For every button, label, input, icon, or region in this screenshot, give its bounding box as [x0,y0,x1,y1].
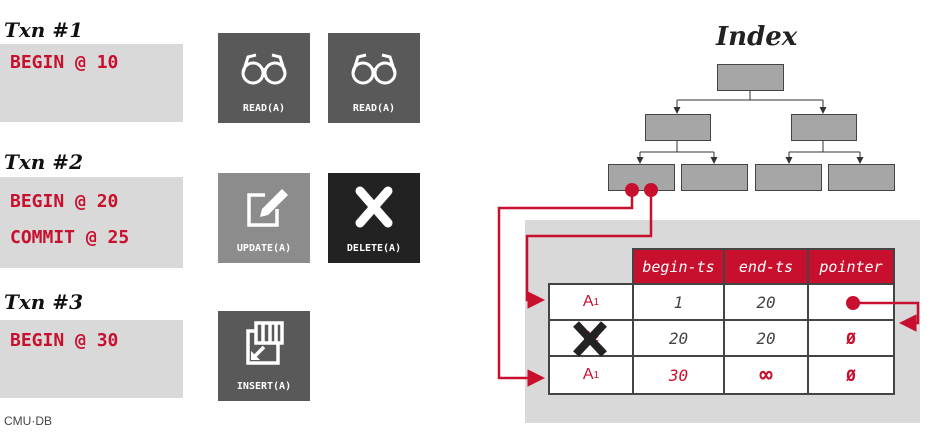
insert-a-tile: INSERT(A) [218,311,310,401]
txn1-title: Txn #1 [4,18,83,42]
delete-a-tile: DELETE(A) [328,173,420,263]
insert-icon [218,317,310,367]
index-leaf-node-4 [828,164,895,191]
txn2-begin: BEGIN @ 20 [10,191,119,212]
row1-label-text: A [582,293,594,310]
row1-label-sub: 1 [593,296,600,308]
insert-a-label: INSERT(A) [236,381,292,392]
index-inner-node-left [645,114,711,141]
index-inner-node-right [791,114,857,141]
txn2-title: Txn #2 [4,150,83,174]
update-a-label: UPDATE(A) [236,243,292,254]
txn2-commit: COMMIT @ 25 [10,227,130,248]
read-a-label-2: READ(A) [352,103,396,114]
index-leaf-node-2 [681,164,748,191]
leaf-pointer-dot-1 [625,183,639,197]
txn3-title: Txn #3 [4,290,83,314]
read-a-tile-1: READ(A) [218,33,310,123]
index-title: Index [716,22,798,52]
row2-deleted-x-icon [573,321,607,357]
delete-a-label: DELETE(A) [346,243,402,254]
glasses-icon [218,39,310,89]
txn3-begin: BEGIN @ 30 [10,330,119,351]
index-leaf-node-3 [755,164,822,191]
index-root-node [717,64,784,91]
txn1-begin: BEGIN @ 10 [10,52,119,73]
index-leaf-node-1 [608,164,675,191]
footer-logo: CMU·DB [4,414,52,428]
txn2-box: BEGIN @ 20 COMMIT @ 25 [0,177,183,268]
update-a-tile: UPDATE(A) [218,173,310,263]
txn3-box: BEGIN @ 30 [0,320,183,398]
edit-icon [218,179,310,229]
row3-label-sub: 1 [593,369,600,381]
glasses-icon [328,39,420,89]
row2-end-ts: 20 [723,319,809,357]
row3-end-ts: ∞ [723,355,809,395]
header-pointer: pointer [807,248,895,285]
row3-begin-ts: 30 [632,355,725,395]
leaf-pointer-dot-2 [644,183,658,197]
txn1-box: BEGIN @ 10 [0,44,183,122]
read-a-tile-2: READ(A) [328,33,420,123]
row1-pointer-dot [846,296,860,310]
read-a-label-1: READ(A) [242,103,286,114]
row3-pointer-null: Ø [807,355,895,395]
header-end-ts: end-ts [723,248,809,285]
row1-begin-ts: 1 [632,283,725,321]
row3-label-text: A [582,366,594,383]
row2-pointer-null: Ø [807,319,895,357]
x-icon [328,179,420,229]
